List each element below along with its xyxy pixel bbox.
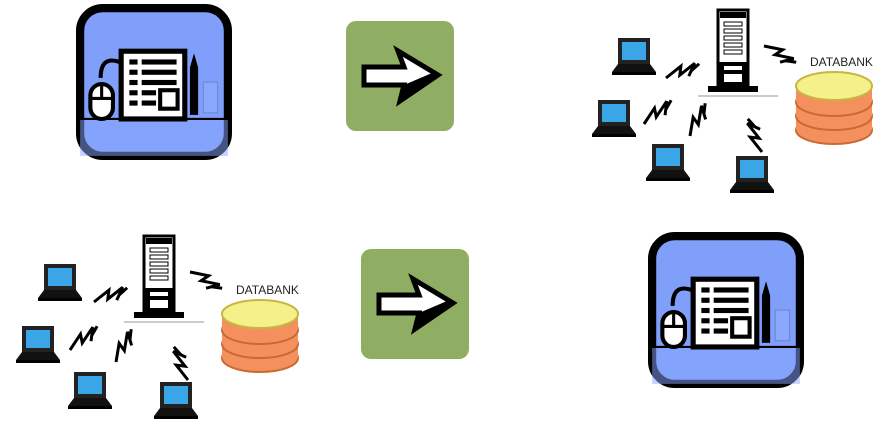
lightning-icon bbox=[168, 342, 196, 384]
lightning-icon bbox=[742, 114, 770, 156]
form-app-icon bbox=[648, 232, 804, 388]
client-server-network: DATABANK bbox=[586, 6, 876, 201]
arrow-right-icon bbox=[361, 249, 469, 359]
lightning-icon bbox=[683, 99, 714, 141]
form-app-icon bbox=[76, 4, 232, 160]
lightning-icon bbox=[638, 95, 678, 131]
laptop-icon bbox=[154, 382, 198, 419]
client-server-network: DATABANK bbox=[10, 232, 310, 427]
lightning-icon bbox=[185, 265, 226, 297]
lightning-icon bbox=[64, 321, 104, 357]
arrow-right-icon bbox=[346, 21, 454, 131]
database-icon bbox=[795, 71, 873, 145]
laptop-icon bbox=[68, 372, 112, 409]
laptop-icon bbox=[592, 100, 636, 137]
database-icon bbox=[221, 299, 299, 373]
server-icon bbox=[696, 8, 780, 98]
lightning-icon bbox=[109, 325, 140, 367]
lightning-icon bbox=[662, 58, 704, 86]
lightning-icon bbox=[759, 39, 800, 71]
lightning-icon bbox=[90, 282, 132, 310]
laptop-icon bbox=[612, 38, 656, 75]
laptop-icon bbox=[38, 264, 82, 301]
laptop-icon bbox=[730, 156, 774, 193]
databank-label: DATABANK bbox=[810, 55, 873, 69]
server-icon bbox=[122, 234, 206, 324]
databank-label: DATABANK bbox=[236, 283, 299, 297]
laptop-icon bbox=[16, 326, 60, 363]
laptop-icon bbox=[646, 144, 690, 181]
